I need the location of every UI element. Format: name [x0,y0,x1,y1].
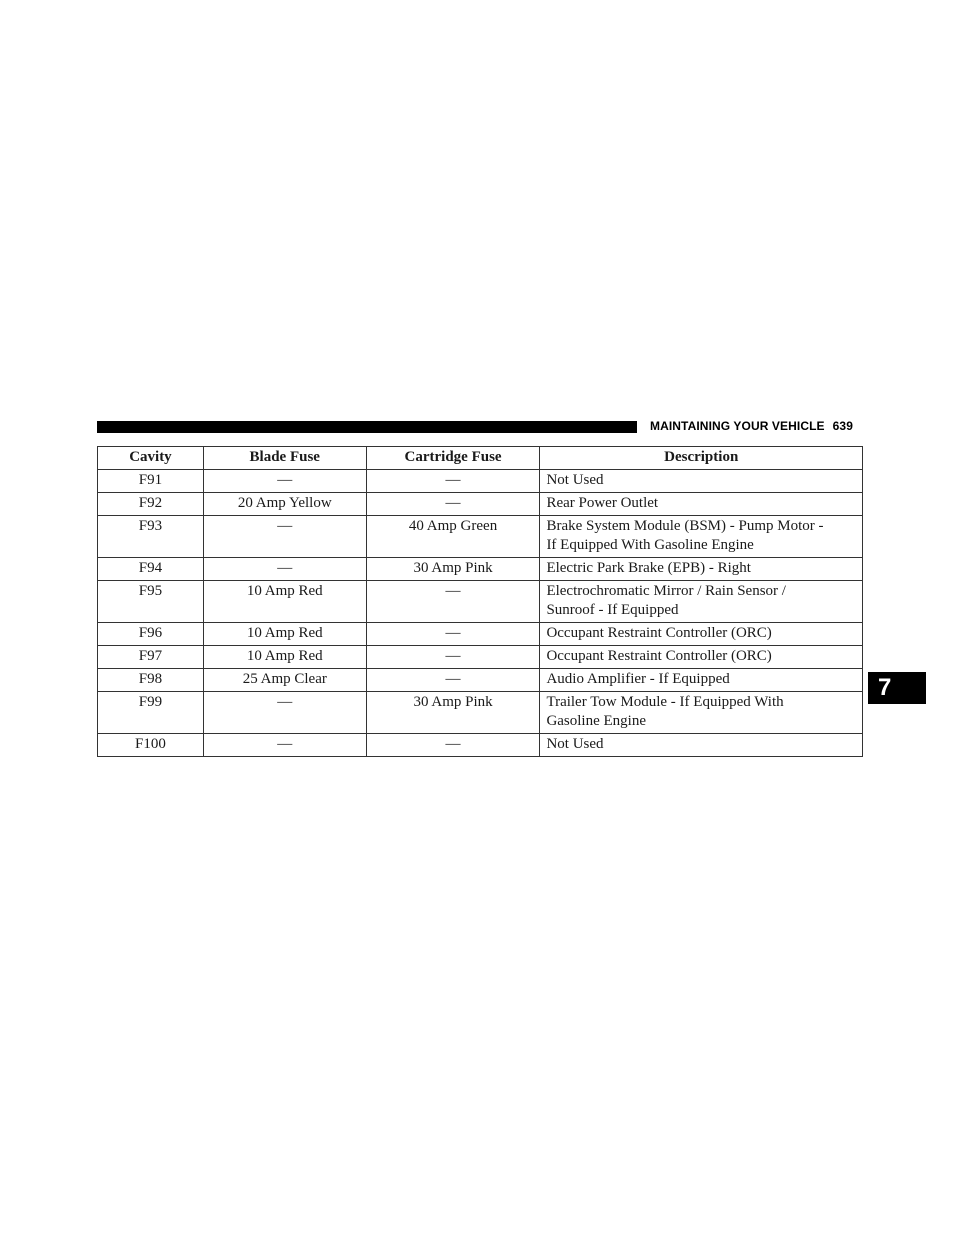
cell-blade-fuse: 25 Amp Clear [202,668,367,692]
cell-cavity: F95 [97,580,204,623]
cell-blade-fuse: 10 Amp Red [202,622,367,646]
cell-cavity: F93 [97,515,204,558]
cell-cartridge-fuse: 30 Amp Pink [365,691,541,734]
cell-cavity: F91 [97,469,204,493]
description-text: Electric Park Brake (EPB) - Right [546,560,751,576]
table-row: F91 — — Not Used [97,469,863,493]
description-text-continued: If Equipped With Gasoline Engine [546,537,754,553]
cell-blade-fuse: — [202,733,367,757]
section-title: MAINTAINING YOUR VEHICLE [650,419,825,433]
cell-cartridge-fuse: — [365,492,541,516]
table-row: F99 — 30 Amp Pink Trailer Tow Module - I… [97,691,863,734]
table-row: F96 10 Amp Red — Occupant Restraint Cont… [97,622,863,646]
cell-description: Electrochromatic Mirror / Rain Sensor / S… [539,580,863,623]
page-number: 639 [832,419,853,433]
column-header-blade-fuse: Blade Fuse [202,446,367,470]
table-row: F92 20 Amp Yellow — Rear Power Outlet [97,492,863,516]
cell-cartridge-fuse: 40 Amp Green [365,515,541,558]
cell-cartridge-fuse: 30 Amp Pink [365,557,541,581]
cell-description: Occupant Restraint Controller (ORC) [539,622,863,646]
header-rule-bar [97,421,637,433]
chapter-tab: 7 [868,672,926,704]
cell-blade-fuse: 20 Amp Yellow [202,492,367,516]
running-header: MAINTAINING YOUR VEHICLE 639 [650,419,853,433]
cell-cavity: F97 [97,645,204,669]
table-row: F93 — 40 Amp Green Brake System Module (… [97,515,863,558]
description-text: Not Used [546,736,604,752]
cell-description: Occupant Restraint Controller (ORC) [539,645,863,669]
table-row: F94 — 30 Amp Pink Electric Park Brake (E… [97,557,863,581]
table-row: F97 10 Amp Red — Occupant Restraint Cont… [97,645,863,669]
cell-cavity: F94 [97,557,204,581]
description-text: Occupant Restraint Controller (ORC) [546,625,772,641]
description-text-continued: Gasoline Engine [546,713,646,729]
cell-blade-fuse: — [202,557,367,581]
cell-cavity: F96 [97,622,204,646]
table-header-row: Cavity Blade Fuse Cartridge Fuse Descrip… [97,446,863,470]
cell-description: Brake System Module (BSM) - Pump Motor -… [539,515,863,558]
cell-cavity: F100 [97,733,204,757]
cell-cartridge-fuse: — [365,733,541,757]
description-text: Electrochromatic Mirror / Rain Sensor / [546,583,786,599]
cell-description: Not Used [539,469,863,493]
cell-cartridge-fuse: — [365,645,541,669]
cell-cartridge-fuse: — [365,469,541,493]
table-row: F95 10 Amp Red — Electrochromatic Mirror… [97,580,863,623]
cell-blade-fuse: 10 Amp Red [202,645,367,669]
description-text: Brake System Module (BSM) - Pump Motor - [546,518,824,534]
description-text: Audio Amplifier - If Equipped [546,671,730,687]
cell-cartridge-fuse: — [365,622,541,646]
cell-blade-fuse: 10 Amp Red [202,580,367,623]
cell-description: Electric Park Brake (EPB) - Right [539,557,863,581]
cell-cavity: F98 [97,668,204,692]
description-text: Occupant Restraint Controller (ORC) [546,648,772,664]
table-row: F98 25 Amp Clear — Audio Amplifier - If … [97,668,863,692]
description-text: Not Used [546,472,604,488]
description-text: Trailer Tow Module - If Equipped With [546,694,784,710]
cell-cartridge-fuse: — [365,668,541,692]
cell-description: Rear Power Outlet [539,492,863,516]
fuse-table: Cavity Blade Fuse Cartridge Fuse Descrip… [97,446,863,757]
cell-cavity: F92 [97,492,204,516]
table-row: F100 — — Not Used [97,733,863,757]
description-text: Rear Power Outlet [546,495,659,511]
cell-blade-fuse: — [202,469,367,493]
column-header-description: Description [539,446,863,470]
cell-cartridge-fuse: — [365,580,541,623]
cell-cavity: F99 [97,691,204,734]
description-text-continued: Sunroof - If Equipped [546,602,679,618]
cell-description: Audio Amplifier - If Equipped [539,668,863,692]
cell-blade-fuse: — [202,691,367,734]
cell-description: Not Used [539,733,863,757]
cell-blade-fuse: — [202,515,367,558]
column-header-cavity: Cavity [97,446,204,470]
column-header-cartridge-fuse: Cartridge Fuse [365,446,541,470]
